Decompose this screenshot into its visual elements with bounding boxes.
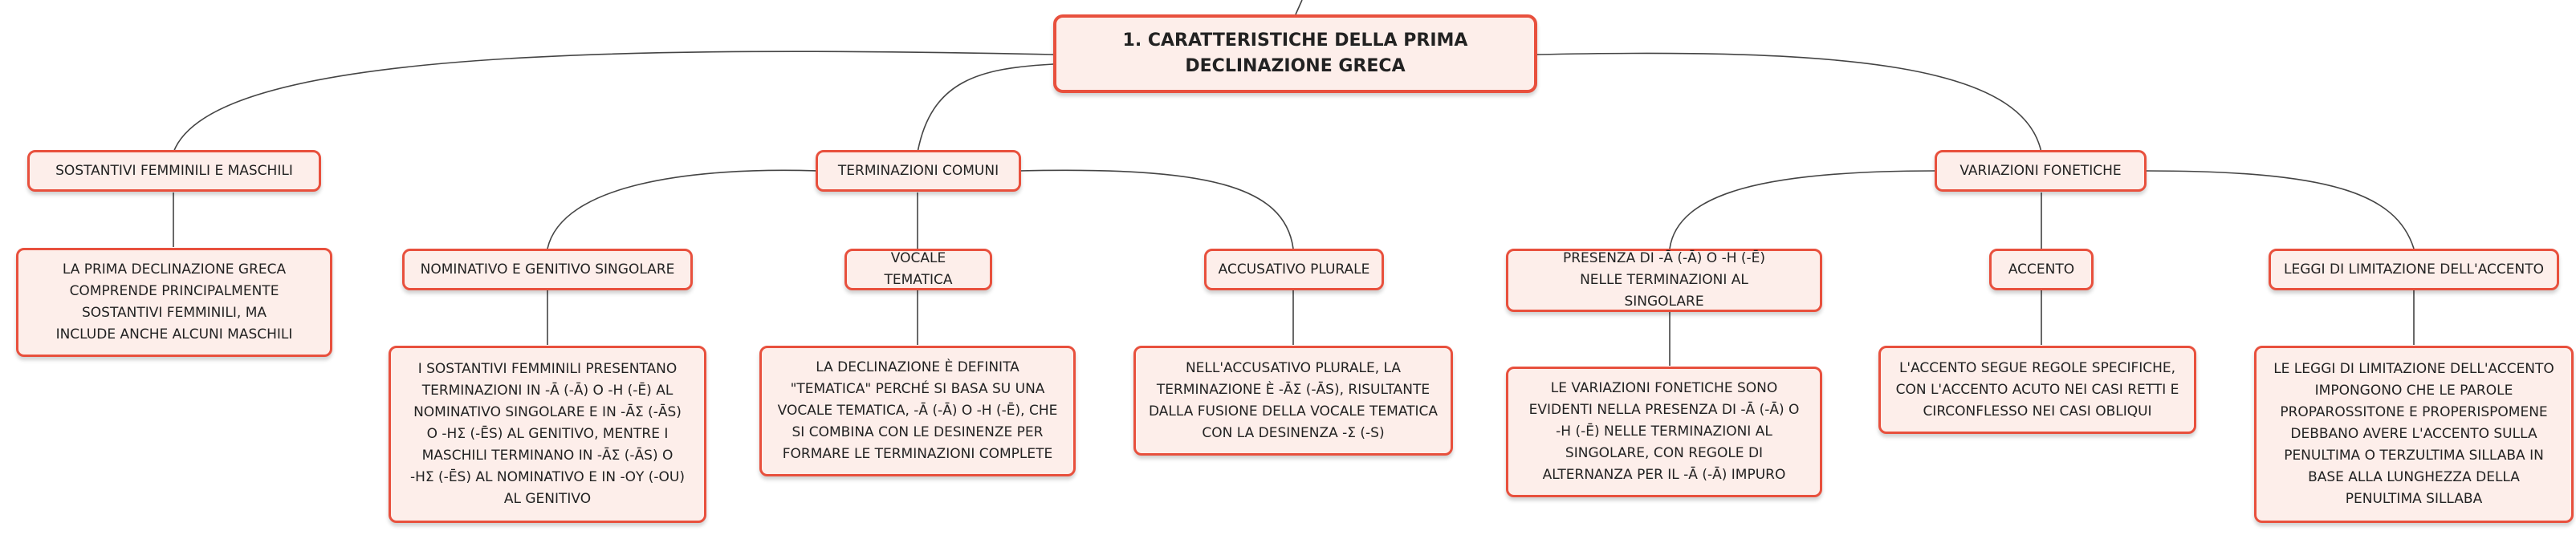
topic-vocale-tematica[interactable]: VOCALE TEMATICA — [844, 249, 992, 290]
topic-presenza-a-e[interactable]: PRESENZA DI -Ᾱ (-Ā) O -Η (-Ē) NELLE TERM… — [1506, 249, 1822, 312]
connector-b3-c3 — [2145, 170, 2415, 249]
detail-accento-text: L'ACCENTO SEGUE REGOLE SPECIFICHE, CON L… — [1895, 359, 2179, 419]
topic-accento-label: ACCENTO — [2008, 261, 2075, 278]
detail-presenza-a-e[interactable]: LE VARIAZIONI FONETICHE SONO EVIDENTI NE… — [1506, 367, 1822, 497]
branch-terminazioni[interactable]: TERMINAZIONI COMUNI — [816, 150, 1021, 192]
topic-accusativo-plurale[interactable]: ACCUSATIVO PLURALE — [1204, 249, 1384, 290]
detail-nominativo-genitivo-text: I SOSTANTIVI FEMMINILI PRESENTANO TERMIN… — [409, 361, 686, 507]
detail-presenza-a-e-text: LE VARIAZIONI FONETICHE SONO EVIDENTI NE… — [1528, 380, 1800, 483]
root-topic[interactable]: 1. CARATTERISTICHE DELLA PRIMA DECLINAZI… — [1053, 14, 1537, 93]
root-topic-label: 1. CARATTERISTICHE DELLA PRIMA DECLINAZI… — [1122, 30, 1468, 76]
connector-b3-c1 — [1669, 170, 1935, 249]
branch-sostantivi[interactable]: SOSTANTIVI FEMMINILI E MASCHILI — [27, 150, 321, 192]
connector-b2-c3 — [1019, 169, 1294, 249]
detail-leggi-limitazione[interactable]: LE LEGGI DI LIMITAZIONE DELL'ACCENTO IMP… — [2254, 346, 2574, 523]
topic-nominativo-genitivo[interactable]: NOMINATIVO E GENITIVO SINGOLARE — [402, 249, 693, 290]
detail-sostantivi-text: LA PRIMA DECLINAZIONE GRECA COMPRENDE PR… — [55, 261, 293, 342]
topic-presenza-a-e-label: PRESENZA DI -Ᾱ (-Ā) O -Η (-Ē) NELLE TERM… — [1562, 250, 1766, 310]
detail-accusativo-plurale-text: NELL'ACCUSATIVO PLURALE, LA TERMINAZIONE… — [1148, 359, 1439, 441]
branch-terminazioni-label: TERMINAZIONI COMUNI — [837, 162, 999, 179]
detail-accusativo-plurale[interactable]: NELL'ACCUSATIVO PLURALE, LA TERMINAZIONE… — [1133, 346, 1453, 456]
detail-leggi-limitazione-text: LE LEGGI DI LIMITAZIONE DELL'ACCENTO IMP… — [2273, 361, 2554, 507]
connector-root-top — [1295, 0, 1303, 15]
connector-b2-c1 — [547, 169, 818, 249]
topic-accento[interactable]: ACCENTO — [1989, 249, 2094, 290]
topic-accusativo-plurale-label: ACCUSATIVO PLURALE — [1218, 261, 1370, 278]
branch-sostantivi-label: SOSTANTIVI FEMMINILI E MASCHILI — [55, 162, 293, 179]
detail-accento[interactable]: L'ACCENTO SEGUE REGOLE SPECIFICHE, CON L… — [1878, 346, 2196, 434]
connector-root-branch1 — [173, 51, 1054, 153]
connector-root-branch3 — [1536, 52, 2042, 153]
detail-sostantivi[interactable]: LA PRIMA DECLINAZIONE GRECA COMPRENDE PR… — [16, 248, 332, 357]
branch-variazioni[interactable]: VARIAZIONI FONETICHE — [1935, 150, 2147, 192]
topic-leggi-limitazione[interactable]: LEGGI DI LIMITAZIONE DELL'ACCENTO — [2269, 249, 2559, 290]
connector-root-branch2 — [917, 63, 1054, 153]
detail-vocale-tematica[interactable]: LA DECLINAZIONE È DEFINITA "TEMATICA" PE… — [759, 346, 1076, 476]
topic-vocale-tematica-label: VOCALE TEMATICA — [884, 250, 953, 288]
topic-nominativo-genitivo-label: NOMINATIVO E GENITIVO SINGOLARE — [420, 261, 675, 278]
detail-nominativo-genitivo[interactable]: I SOSTANTIVI FEMMINILI PRESENTANO TERMIN… — [389, 346, 706, 523]
branch-variazioni-label: VARIAZIONI FONETICHE — [1959, 162, 2122, 179]
detail-vocale-tematica-text: LA DECLINAZIONE È DEFINITA "TEMATICA" PE… — [777, 359, 1058, 462]
topic-leggi-limitazione-label: LEGGI DI LIMITAZIONE DELL'ACCENTO — [2284, 261, 2544, 278]
